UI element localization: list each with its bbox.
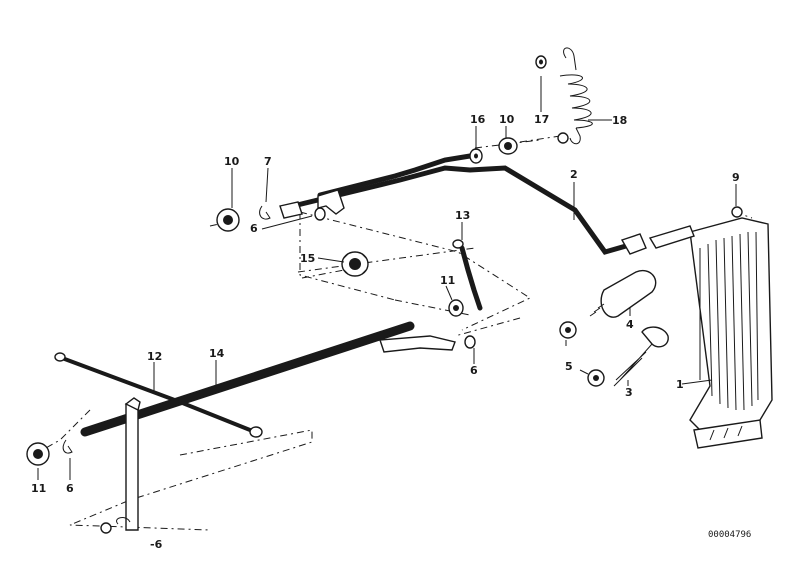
- callout-13: 13: [455, 209, 470, 222]
- tension-spring: [559, 47, 612, 145]
- callout-5: 5: [565, 360, 573, 373]
- callout-6-bottom: -6: [150, 538, 163, 551]
- callout-4: 4: [626, 318, 634, 331]
- callout-17: 17: [534, 113, 549, 126]
- callout-10-right: 10: [499, 113, 515, 126]
- callout-6-upper: 6: [250, 222, 258, 235]
- callout-7: 7: [264, 155, 272, 168]
- middle-linkage: [341, 239, 483, 317]
- callout-6-lower: 6: [66, 482, 74, 495]
- callout-15: 15: [300, 252, 315, 265]
- callout-9: 9: [732, 171, 740, 184]
- callout-12: 12: [147, 350, 162, 363]
- accelerator-pedal: [648, 217, 773, 449]
- callout-11-lower: 11: [31, 482, 46, 495]
- callout-1: 1: [676, 378, 684, 391]
- callout-2: 2: [570, 168, 578, 181]
- callouts: 1 2 3 4 5 6 6 6 -6 7 9 10 10 11 11 12 13…: [31, 113, 740, 551]
- callout-18: 18: [612, 114, 627, 127]
- lower-linkage: [26, 321, 476, 534]
- stop-screws: [559, 269, 669, 387]
- callout-11-middle: 11: [440, 274, 455, 287]
- callout-16: 16: [470, 113, 486, 126]
- callout-10-left: 10: [224, 155, 240, 168]
- callout-3: 3: [625, 386, 633, 399]
- reference-code: 00004796: [708, 530, 751, 540]
- small-parts: [216, 55, 743, 232]
- dashed-guides: [27, 135, 753, 531]
- callout-14: 14: [209, 347, 225, 360]
- leader-lines: [37, 76, 737, 480]
- upper-linkage-rod: [279, 153, 647, 255]
- callout-6-middle: 6: [470, 364, 478, 377]
